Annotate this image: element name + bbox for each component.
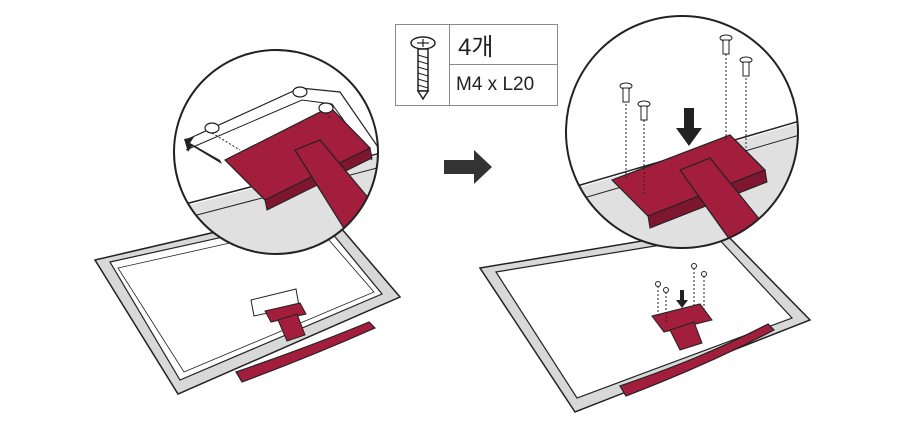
screw-size: M4 x L20 bbox=[456, 74, 535, 95]
screw-spec-table: 4개 M4 x L20 bbox=[395, 24, 558, 106]
right-tv bbox=[478, 227, 812, 413]
screw-icon bbox=[396, 25, 450, 105]
right-stand bbox=[619, 263, 776, 397]
screws-group bbox=[619, 34, 753, 196]
next-step-arrow-icon bbox=[444, 150, 492, 184]
left-tv bbox=[93, 206, 402, 395]
left-zoom-circle bbox=[173, 49, 379, 255]
screw-quantity: 4개 bbox=[450, 25, 557, 65]
left-stand bbox=[235, 302, 377, 383]
